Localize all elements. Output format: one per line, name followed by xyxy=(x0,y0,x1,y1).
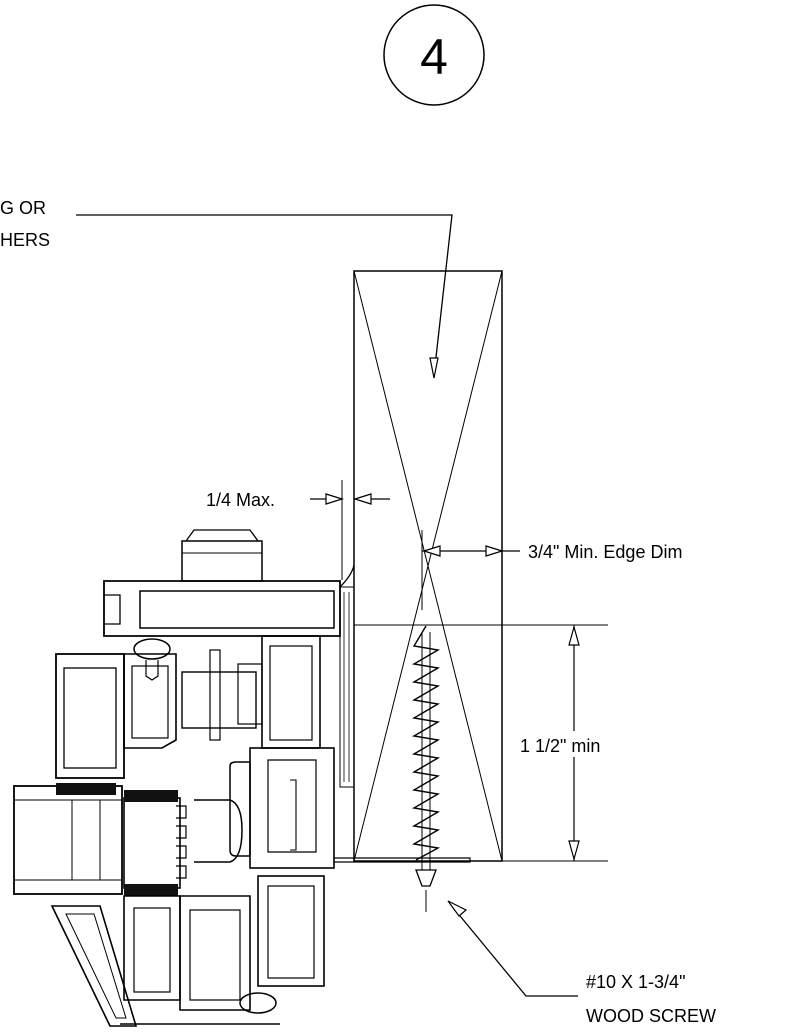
edge-dimension-label: 3/4" Min. Edge Dim xyxy=(528,542,682,562)
screw-leader-arrow xyxy=(447,900,468,917)
window-frame-profile xyxy=(13,529,471,1027)
sash-seal xyxy=(194,799,243,863)
screw-callout: #10 X 1-3/4" WOOD SCREW xyxy=(447,900,716,1026)
frame-sill-left xyxy=(123,895,181,1001)
detail-number-bubble: 4 xyxy=(383,4,485,106)
frame-top-cap-bevel xyxy=(185,529,259,542)
screw-head xyxy=(415,869,437,887)
detail-number: 4 xyxy=(420,29,448,85)
shim-lip xyxy=(339,564,355,588)
screw-leader-line xyxy=(450,904,578,997)
blocking-callout: G OR HERS xyxy=(0,198,453,379)
sash-frame xyxy=(123,797,181,889)
frame-top-cap xyxy=(181,540,263,582)
sloped-sill-inner xyxy=(65,913,127,1019)
frame-sill-center-chamber xyxy=(189,909,241,1001)
frame-left-box xyxy=(55,653,125,779)
frame-right-middle-rib xyxy=(290,779,297,851)
frame-hardware xyxy=(181,671,257,729)
embed-label-mask xyxy=(512,731,630,757)
sloped-sill xyxy=(50,905,138,1027)
gasket-sash-bottom xyxy=(124,884,178,896)
edge-arrow-right xyxy=(485,545,505,557)
frame-right-upper xyxy=(261,635,321,749)
gasket-top-black xyxy=(56,783,116,795)
glazing-bead xyxy=(229,761,251,857)
frame-left-chamber xyxy=(63,667,117,769)
blocking-leader-line xyxy=(76,214,453,376)
frame-right-lower xyxy=(257,875,325,987)
head-gasket xyxy=(133,638,171,660)
frame-right-upper-chamber xyxy=(269,645,313,741)
frame-head-lip xyxy=(104,594,121,625)
gap-arrow-left-head xyxy=(325,493,345,505)
screw-callout-line2: WOOD SCREW xyxy=(586,1006,716,1026)
frame-sill-left-chamber xyxy=(133,907,171,993)
frame-hardware-latch xyxy=(237,663,263,725)
embed-dimension: 1 1/2" min xyxy=(512,624,630,862)
edge-distance-dimension: 3/4" Min. Edge Dim xyxy=(421,530,682,610)
gap-arrow-right-head xyxy=(352,493,372,505)
gap-dimension: 1/4 Max. xyxy=(206,480,390,580)
wood-blocking-diagonal-b xyxy=(353,270,503,862)
frame-sill-center xyxy=(179,895,251,1011)
gasket-sash-top xyxy=(124,790,178,802)
sill-gasket xyxy=(239,992,277,1014)
blocking-callout-line2: HERS xyxy=(0,230,50,250)
frame-head-chamber xyxy=(139,590,335,629)
frame-right-lower-chamber xyxy=(267,885,315,979)
shim-outline xyxy=(339,586,355,788)
embed-arrow-bottom xyxy=(568,840,580,862)
wood-blocking xyxy=(353,270,608,862)
gap-dimension-label: 1/4 Max. xyxy=(206,490,275,510)
screw-threads xyxy=(411,625,441,861)
edge-arrow-left xyxy=(421,545,441,557)
nailing-fin xyxy=(334,857,471,863)
embed-arrow-top xyxy=(568,624,580,646)
blocking-leader-arrow xyxy=(429,357,439,379)
shim-strip xyxy=(339,564,355,788)
blocking-callout-line1: G OR xyxy=(0,198,46,218)
frame-mullion xyxy=(123,653,177,749)
screw-callout-line1: #10 X 1-3/4" xyxy=(586,972,685,992)
wood-screw xyxy=(411,625,441,912)
sash-interlock-teeth xyxy=(176,805,187,879)
detail-circle xyxy=(383,4,485,106)
head-gasket-stem xyxy=(145,660,159,681)
embed-dimension-label: 1 1/2" min xyxy=(520,736,600,756)
frame-mullion-chamber xyxy=(131,665,169,739)
frame-hardware-bolt xyxy=(209,649,221,741)
frame-right-middle-chamber xyxy=(267,759,317,853)
glass-unit xyxy=(13,785,123,895)
frame-head xyxy=(103,580,341,637)
